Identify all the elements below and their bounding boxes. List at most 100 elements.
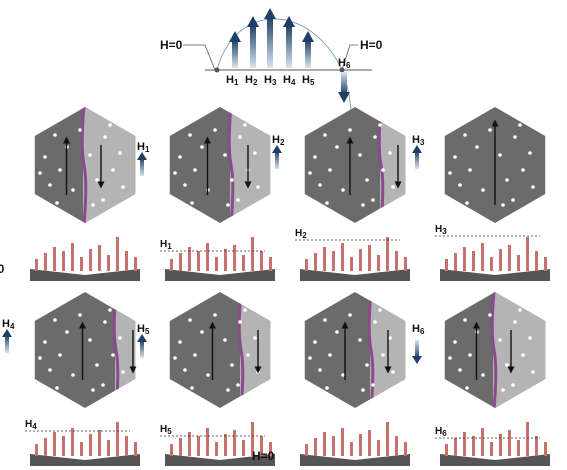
pinning-site bbox=[373, 135, 377, 139]
pinning-bar bbox=[368, 430, 371, 456]
pinning-bar bbox=[35, 444, 38, 456]
pinning-site bbox=[188, 318, 192, 322]
pinning-bar bbox=[404, 442, 407, 456]
pinning-site bbox=[53, 133, 57, 137]
pinning-site bbox=[468, 168, 472, 172]
pinning-site bbox=[528, 151, 532, 155]
pinning-site bbox=[190, 201, 194, 205]
pinning-site bbox=[348, 128, 352, 132]
pinning-site bbox=[223, 153, 227, 157]
pinning-bar bbox=[107, 440, 110, 456]
pinning-site bbox=[111, 168, 115, 172]
pinning-bar bbox=[377, 440, 380, 456]
pinning-site bbox=[335, 330, 339, 334]
pinning-bar bbox=[368, 245, 371, 271]
pinning-site bbox=[178, 155, 182, 159]
pinning-bar bbox=[179, 253, 182, 271]
pinning-bar bbox=[377, 255, 380, 271]
pinning-site bbox=[488, 313, 492, 317]
pinning-site bbox=[328, 353, 332, 357]
pinning-bar bbox=[134, 442, 137, 456]
pinning-bar bbox=[454, 438, 457, 456]
field-arrow-head bbox=[137, 334, 147, 342]
pinning-site bbox=[188, 133, 192, 137]
pinning-site bbox=[48, 183, 52, 187]
pinning-bar bbox=[517, 255, 520, 271]
pinning-bar bbox=[125, 251, 128, 271]
pinning-site bbox=[318, 183, 322, 187]
pinning-site bbox=[531, 370, 535, 374]
field-arrow-head bbox=[272, 145, 282, 153]
pinning-bar bbox=[517, 440, 520, 456]
pinning-bar bbox=[53, 247, 56, 271]
grain-hexagon bbox=[169, 292, 271, 408]
pinning-bar bbox=[386, 237, 389, 271]
pinning-bar bbox=[35, 259, 38, 271]
pinning-site bbox=[481, 188, 485, 192]
pinning-bar bbox=[499, 249, 502, 271]
pinning-bar bbox=[98, 245, 101, 271]
pinning-bar bbox=[332, 251, 335, 271]
plot-field-label: H5 bbox=[160, 424, 172, 436]
field-arrow-head bbox=[412, 356, 422, 364]
pinning-site bbox=[48, 368, 52, 372]
pinning-bar bbox=[71, 428, 74, 456]
pinning-bar bbox=[526, 237, 529, 271]
pinning-site bbox=[448, 356, 452, 360]
pinning-site bbox=[253, 151, 257, 155]
field-arrow-shaft bbox=[415, 151, 419, 169]
pinning-energy-plot: H2 bbox=[295, 228, 410, 281]
pinning-bar bbox=[197, 251, 200, 271]
pinning-bar bbox=[188, 247, 191, 271]
pinning-site bbox=[335, 145, 339, 149]
field-arrow-shaft bbox=[5, 335, 9, 353]
pinning-site bbox=[313, 155, 317, 159]
pinning-site bbox=[246, 353, 250, 357]
pinning-bar bbox=[350, 257, 353, 271]
pinning-site bbox=[505, 178, 509, 182]
energy-ground bbox=[165, 269, 275, 281]
pinning-bar bbox=[116, 422, 119, 456]
pinning-site bbox=[121, 370, 125, 374]
pinning-site bbox=[501, 203, 505, 207]
svg-text:H2: H2 bbox=[245, 74, 258, 87]
pinning-bar bbox=[242, 255, 245, 271]
pinning-bar bbox=[386, 422, 389, 456]
pinning-site bbox=[458, 368, 462, 372]
pinning-site bbox=[518, 308, 522, 312]
energy-ground bbox=[300, 454, 410, 466]
pinning-bar bbox=[179, 438, 182, 456]
domain-wall bbox=[227, 107, 235, 223]
right-connector bbox=[341, 44, 358, 71]
pinning-site bbox=[43, 340, 47, 344]
pinning-site bbox=[358, 153, 362, 157]
pinning-site bbox=[101, 198, 105, 202]
left-connector bbox=[183, 44, 216, 71]
pinning-site bbox=[236, 198, 240, 202]
pinning-site bbox=[43, 155, 47, 159]
pinning-site bbox=[323, 318, 327, 322]
axis-labels: H1 H2 H3 H4 H5 H6 bbox=[226, 57, 351, 87]
pinning-site bbox=[341, 188, 345, 192]
pinning-site bbox=[388, 151, 392, 155]
pinning-bar bbox=[206, 243, 209, 271]
pinning-site bbox=[511, 383, 515, 387]
pinning-site bbox=[91, 203, 95, 207]
pinning-site bbox=[371, 383, 375, 387]
field-arrow-shaft bbox=[275, 151, 279, 169]
pinning-bar bbox=[170, 259, 173, 271]
pinning-site bbox=[323, 133, 327, 137]
pinning-site bbox=[71, 188, 75, 192]
pinning-site bbox=[173, 356, 177, 360]
pinning-bar bbox=[269, 257, 272, 271]
domain-wall bbox=[112, 292, 120, 408]
pinning-site bbox=[58, 353, 62, 357]
plot-field-label: H4 bbox=[25, 419, 37, 431]
pinning-bar bbox=[188, 432, 191, 456]
pinning-bar bbox=[215, 257, 218, 271]
pinning-site bbox=[183, 183, 187, 187]
